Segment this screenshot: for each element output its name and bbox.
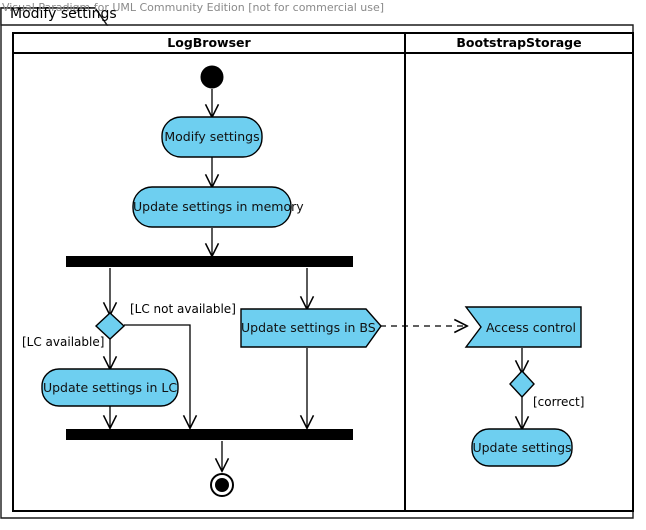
vendor-watermark: Visual Paradigm for UML Community Editio…: [2, 1, 385, 14]
frame-name-tab: [0, 7, 109, 26]
edges: [110, 89, 522, 470]
send-signal-update-settings-in-bs[interactable]: [240, 308, 382, 348]
final-node[interactable]: [210, 473, 234, 497]
decision-node-correct[interactable]: [509, 369, 535, 399]
fork-bar[interactable]: [66, 256, 353, 267]
action-update-settings-in-memory[interactable]: [132, 186, 292, 228]
guard-lc-available: [LC available]: [22, 335, 105, 349]
action-update-settings[interactable]: [471, 428, 573, 467]
frame-name-tab-label: Modify settings: [10, 6, 117, 22]
decision-node-lc[interactable]: [94, 312, 126, 340]
guard-correct: [correct]: [533, 395, 585, 409]
edge-decision-bypass-to-join: [124, 324, 190, 427]
action-update-settings-in-lc[interactable]: [41, 368, 179, 407]
action-modify-settings[interactable]: [161, 116, 263, 158]
swimlane-header-logbrowser: LogBrowser: [167, 35, 251, 50]
swimlane-header-bootstrapstorage: BootstrapStorage: [456, 35, 582, 50]
receive-signal-access-control[interactable]: [464, 306, 582, 348]
join-bar[interactable]: [66, 429, 353, 440]
guard-lc-not-available: [LC not available]: [130, 302, 236, 316]
initial-node[interactable]: [200, 65, 224, 89]
